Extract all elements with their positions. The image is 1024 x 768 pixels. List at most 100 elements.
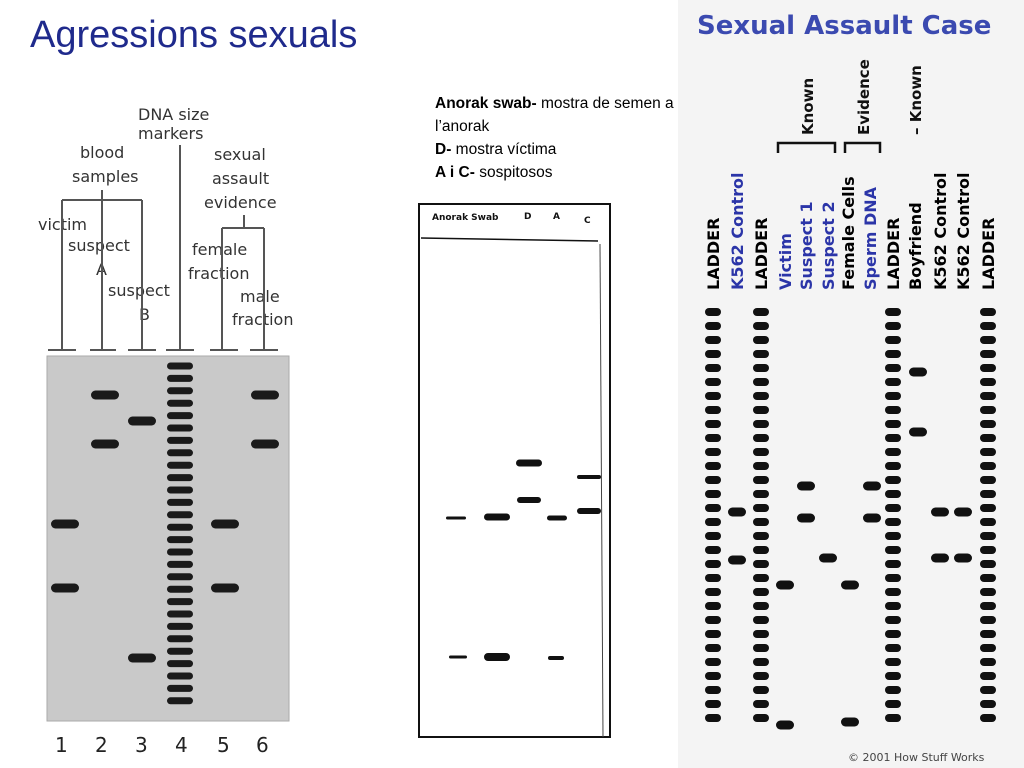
middle-gel-well-line [420, 237, 599, 242]
gel-band [931, 553, 949, 563]
gel-band [548, 656, 564, 660]
ladder-band [753, 420, 769, 428]
gel-band [516, 459, 542, 467]
ladder-band [705, 574, 721, 582]
ladder-band [167, 486, 193, 494]
caption-text: mostra de semen a l’anorak [435, 95, 674, 135]
gel-band [954, 507, 972, 517]
ladder-band [885, 462, 901, 470]
ladder-band [167, 573, 193, 581]
lane-number: 5 [217, 733, 230, 757]
gel-caption: Anorak swab- mostra de semen a l’anorak … [435, 92, 675, 184]
ladder-band [167, 684, 193, 692]
ladder-band [167, 610, 193, 618]
middle-lane-label: C [584, 216, 591, 226]
gel-band [211, 519, 239, 529]
sexual-evidence-label-2: assault [212, 169, 269, 188]
right-lane-label: LADDER [884, 218, 903, 290]
ladder-band [885, 532, 901, 540]
right-lane-label: K562 Control [728, 172, 747, 290]
ladder-band [980, 602, 996, 610]
right-gel-background [678, 0, 1024, 768]
ladder-band [885, 700, 901, 708]
lane-brackets [48, 145, 278, 351]
caption-line-anorak: Anorak swab- mostra de semen a l’anorak [435, 92, 675, 138]
gel-band [841, 717, 859, 727]
ladder-band [980, 700, 996, 708]
ladder-band [705, 546, 721, 554]
ladder-band [705, 630, 721, 638]
ladder-band [980, 434, 996, 442]
ladder-band [980, 322, 996, 330]
ladder-band [885, 658, 901, 666]
gel-band [547, 515, 567, 521]
ladder-band [753, 672, 769, 680]
ladder-band [885, 364, 901, 372]
ladder-band [705, 658, 721, 666]
ladder-band [753, 434, 769, 442]
ladder-band [753, 658, 769, 666]
caption-term: Anorak swab- [435, 95, 537, 112]
ladder-band [167, 598, 193, 606]
middle-gel-frame [418, 203, 611, 738]
gel-band [51, 583, 79, 593]
ladder-band [705, 714, 721, 722]
ladder-band [885, 574, 901, 582]
ladder-band [753, 686, 769, 694]
ladder-band [885, 686, 901, 694]
ladder-band [885, 420, 901, 428]
ladder-band [753, 560, 769, 568]
gel-band [909, 367, 927, 377]
ladder-band [753, 616, 769, 624]
ladder-band [167, 548, 193, 556]
ladder-band [885, 378, 901, 386]
caption-text: mostra víctima [451, 141, 557, 158]
ladder-band [705, 434, 721, 442]
ladder-band [167, 474, 193, 482]
ladder-band [167, 461, 193, 469]
ladder-band [980, 658, 996, 666]
right-lane-label: K562 Control [954, 172, 973, 290]
ladder-band [705, 448, 721, 456]
sexual-evidence-label-3: evidence [204, 193, 277, 212]
ladder-band [705, 532, 721, 540]
gel-band [484, 653, 510, 661]
gel-band [251, 390, 279, 400]
ladder-band [980, 574, 996, 582]
middle-gel-edge [599, 243, 604, 738]
gel-band [446, 516, 466, 520]
dna-markers-label: DNA size [138, 105, 209, 124]
ladder-band [167, 635, 193, 643]
ladder-band [167, 560, 193, 568]
gel-band [954, 553, 972, 563]
known-group-label: Known [799, 78, 817, 135]
slide-title: Agressions sexuals [30, 14, 358, 56]
gel-band [251, 439, 279, 449]
ladder-band [753, 392, 769, 400]
ladder-band [980, 406, 996, 414]
ladder-band [885, 476, 901, 484]
ladder-band [980, 588, 996, 596]
ladder-band [705, 700, 721, 708]
suspect-a-label: suspect [68, 236, 130, 255]
ladder-band [167, 622, 193, 630]
ladder-band [705, 406, 721, 414]
gel-band [728, 507, 746, 517]
ladder-band [167, 374, 193, 382]
ladder-band [705, 602, 721, 610]
right-lane-label: Suspect 1 [797, 201, 816, 290]
ladder-band [885, 434, 901, 442]
ladder-band [167, 697, 193, 705]
ladder-band [980, 490, 996, 498]
ladder-band [980, 630, 996, 638]
ladder-band [980, 714, 996, 722]
ladder-band [705, 490, 721, 498]
ladder-band [705, 462, 721, 470]
ladder-band [885, 672, 901, 680]
ladder-band [885, 504, 901, 512]
ladder-band [167, 498, 193, 506]
ladder-band [885, 322, 901, 330]
gel-band [211, 583, 239, 593]
ladder-band [705, 322, 721, 330]
